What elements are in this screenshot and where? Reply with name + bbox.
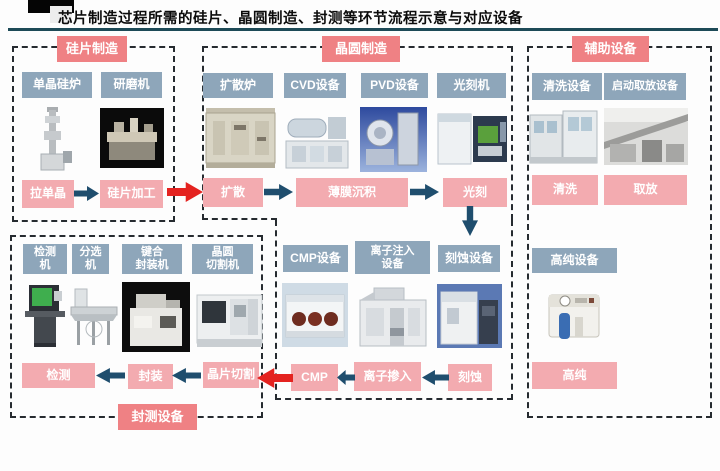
step-label-deposition: 薄膜沉积	[296, 178, 408, 207]
wafer-dicing-machine-image	[196, 294, 263, 347]
page-title: 芯片制造过程所需的硅片、晶圆制造、封测等环节流程示意与对应设备	[58, 11, 523, 27]
diffusion-furnace-image	[205, 108, 276, 168]
section-label-package: 封测设备	[118, 404, 197, 430]
equipment-label-high-purity: 高纯设备	[532, 248, 617, 273]
grinding-machine-image	[100, 108, 164, 168]
step-label-etch: 刻蚀	[448, 364, 492, 391]
step-label-test: 检测	[22, 363, 95, 388]
equipment-label-pvd: PVD设备	[361, 73, 428, 98]
step-label-high-purity: 高纯	[532, 362, 617, 389]
step-label-pick-place: 取放	[604, 175, 687, 205]
test-machine-image	[25, 285, 65, 347]
step-label-wafer-processing: 硅片加工	[100, 180, 163, 208]
equipment-label-etcher: 刻蚀设备	[438, 245, 500, 272]
equipment-label-cmp: CMP设备	[283, 245, 348, 272]
cvd-system-image	[285, 117, 349, 169]
pvd-system-image	[360, 107, 427, 172]
lithography-machine-image	[437, 113, 507, 165]
equipment-label-crystal-furnace: 单晶硅炉	[22, 72, 92, 98]
cmp-system-image	[282, 283, 348, 347]
equipment-label-pick-place: 启动取放设备	[604, 73, 686, 100]
crystal-puller-image	[40, 107, 72, 171]
section-label-silicon: 硅片制造	[57, 36, 127, 62]
equipment-label-cleaner: 清洗设备	[532, 73, 602, 100]
section-label-wafer: 晶圆制造	[322, 36, 400, 62]
title-underline	[8, 28, 718, 31]
sorting-machine-image	[70, 288, 118, 345]
bonding-machine-image	[122, 282, 190, 352]
high-purity-system-image	[548, 294, 600, 339]
step-label-diffusion: 扩散	[203, 178, 263, 207]
step-label-cmp: CMP	[291, 364, 338, 391]
equipment-label-grinder: 研磨机	[101, 72, 162, 98]
equipment-label-cvd: CVD设备	[284, 73, 346, 98]
etching-system-image	[437, 284, 502, 348]
equipment-label-sorter: 分选 机	[72, 244, 109, 274]
wafer-section-box-notch	[202, 218, 277, 220]
equipment-label-dicer: 晶圆 切割机	[192, 244, 253, 274]
section-label-aux: 辅助设备	[572, 36, 649, 62]
equipment-label-ion-implanter: 离子注入 设备	[355, 241, 430, 274]
step-label-litho: 光刻	[443, 178, 507, 207]
equipment-label-litho: 光刻机	[437, 73, 506, 98]
step-label-package: 封装	[128, 364, 173, 389]
pick-place-system-image	[604, 108, 688, 165]
step-label-ion-doping: 离子掺入	[354, 362, 421, 391]
watermark-square	[50, 6, 72, 23]
step-label-pull-crystal: 拉单晶	[22, 180, 74, 208]
step-label-clean: 清洗	[532, 175, 598, 205]
wafer-section-box-bottom	[275, 220, 513, 400]
ion-implanter-image	[359, 287, 427, 347]
equipment-label-diffusion-furnace: 扩散炉	[203, 73, 273, 98]
equipment-label-bonder: 键合 封装机	[122, 244, 182, 274]
step-label-die-cut: 晶片切割	[203, 362, 259, 388]
cleaning-system-image	[529, 110, 598, 164]
equipment-label-tester: 检测 机	[23, 244, 67, 274]
